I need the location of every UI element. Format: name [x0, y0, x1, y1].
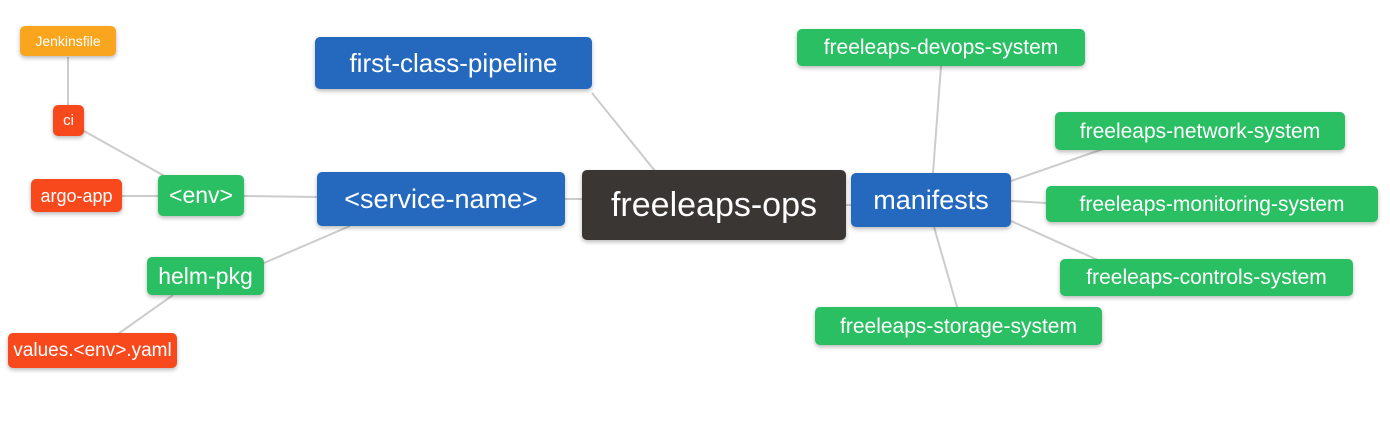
node-network-system[interactable]: freeleaps-network-system [1055, 112, 1345, 150]
edge-manifests-to-network-system [1010, 148, 1104, 182]
node-freeleaps-ops[interactable]: freeleaps-ops [582, 170, 846, 240]
node-argo-app[interactable]: argo-app [31, 179, 122, 212]
node-service-name[interactable]: <service-name> [317, 172, 565, 226]
node-helm-pkg[interactable]: helm-pkg [147, 257, 264, 295]
edge-helm-pkg-to-values-env-yaml [117, 294, 174, 335]
node-manifests[interactable]: manifests [851, 173, 1011, 227]
edge-manifests-to-devops-system [932, 65, 942, 174]
node-jenkinsfile[interactable]: Jenkinsfile [20, 26, 116, 56]
node-monitoring-system[interactable]: freeleaps-monitoring-system [1046, 186, 1378, 222]
edge-env-to-service-name [243, 195, 318, 198]
node-controls-system[interactable]: freeleaps-controls-system [1060, 259, 1353, 296]
node-values-env-yaml[interactable]: values.<env>.yaml [8, 333, 177, 368]
node-devops-system[interactable]: freeleaps-devops-system [797, 29, 1085, 66]
node-ci[interactable]: ci [53, 105, 84, 136]
node-first-class-pipeline[interactable]: first-class-pipeline [315, 37, 592, 89]
node-env[interactable]: <env> [158, 175, 244, 216]
edge-manifests-to-controls-system [1010, 220, 1101, 262]
edge-service-name-to-helm-pkg [263, 225, 351, 264]
edge-first-class-pipeline-to-freeleaps-ops [591, 92, 656, 172]
edge-manifests-to-monitoring-system [1010, 200, 1047, 204]
edge-ci-to-env [83, 130, 169, 179]
node-storage-system[interactable]: freeleaps-storage-system [815, 307, 1102, 345]
edge-manifests-to-storage-system [933, 226, 958, 308]
